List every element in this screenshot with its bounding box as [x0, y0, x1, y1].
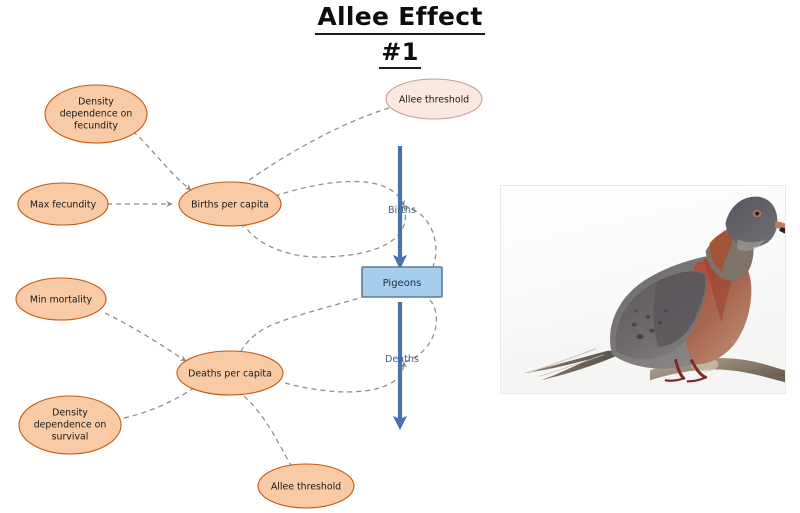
link-allee-top-to-births-per-capita — [237, 107, 390, 189]
node-allee-threshold-top-shape[interactable] — [385, 78, 483, 120]
node-deaths-per-capita[interactable]: Deaths per capita — [176, 350, 284, 396]
node-deaths-per-capita-label: Deaths per capita — [188, 369, 272, 380]
node-density-dependence-fecundity-line1: Density — [78, 97, 114, 108]
node-allee-threshold-top-label: Allee threshold — [399, 95, 469, 106]
link-density-fecundity-to-births-per-capita — [132, 130, 192, 191]
node-density-dependence-survival-line1: Density — [52, 408, 88, 419]
stock-pigeons[interactable]: Pigeons — [361, 266, 443, 298]
node-min-mortality-label: Min mortality — [30, 295, 93, 306]
flow-label-deaths: Deaths — [385, 354, 419, 365]
link-births-per-capita-to-births-flow — [274, 180, 405, 207]
node-density-dependence-fecundity[interactable]: Density dependence on fecundity — [44, 84, 148, 144]
node-density-dependence-fecundity-line2: dependence on — [60, 109, 133, 120]
node-max-fecundity-shape[interactable] — [17, 182, 109, 226]
node-allee-threshold-bottom[interactable]: Allee threshold — [257, 463, 355, 509]
node-density-dependence-survival-line3: survival — [52, 432, 89, 443]
node-deaths-per-capita-shape[interactable] — [176, 350, 284, 396]
node-max-fecundity-label: Max fecundity — [30, 200, 97, 211]
node-density-dependence-fecundity-line3: fecundity — [74, 121, 118, 132]
node-births-per-capita[interactable]: Births per capita — [178, 181, 282, 227]
link-allee-bottom-to-deaths-per-capita — [234, 388, 293, 468]
node-min-mortality-shape[interactable] — [15, 277, 107, 321]
stock-pigeons-label: Pigeons — [383, 278, 422, 289]
node-density-dependence-survival-shape[interactable] — [18, 395, 122, 455]
link-pigeons-to-deaths-per-capita — [236, 295, 367, 359]
node-allee-threshold-top[interactable]: Allee threshold — [385, 78, 483, 120]
link-min-mortality-to-deaths-per-capita — [104, 312, 187, 362]
node-max-fecundity[interactable]: Max fecundity — [17, 182, 109, 226]
node-min-mortality[interactable]: Min mortality — [15, 277, 107, 321]
node-births-per-capita-shape[interactable] — [178, 181, 282, 227]
passenger-pigeon-photo — [500, 185, 786, 394]
stock-pigeons-rect[interactable] — [361, 266, 443, 298]
link-deaths-per-capita-to-deaths-flow — [284, 361, 408, 393]
node-allee-threshold-bottom-label: Allee threshold — [271, 482, 341, 493]
node-allee-threshold-bottom-shape[interactable] — [257, 463, 355, 509]
node-density-dependence-fecundity-shape[interactable] — [44, 84, 148, 144]
node-density-dependence-survival[interactable]: Density dependence on survival — [18, 395, 122, 455]
node-births-per-capita-label: Births per capita — [191, 200, 269, 211]
node-density-dependence-survival-line2: dependence on — [34, 420, 107, 431]
flow-label-births: Births — [388, 205, 416, 216]
link-deaths-flow-return-curve — [403, 299, 437, 363]
passenger-pigeon-illustration — [501, 186, 785, 393]
